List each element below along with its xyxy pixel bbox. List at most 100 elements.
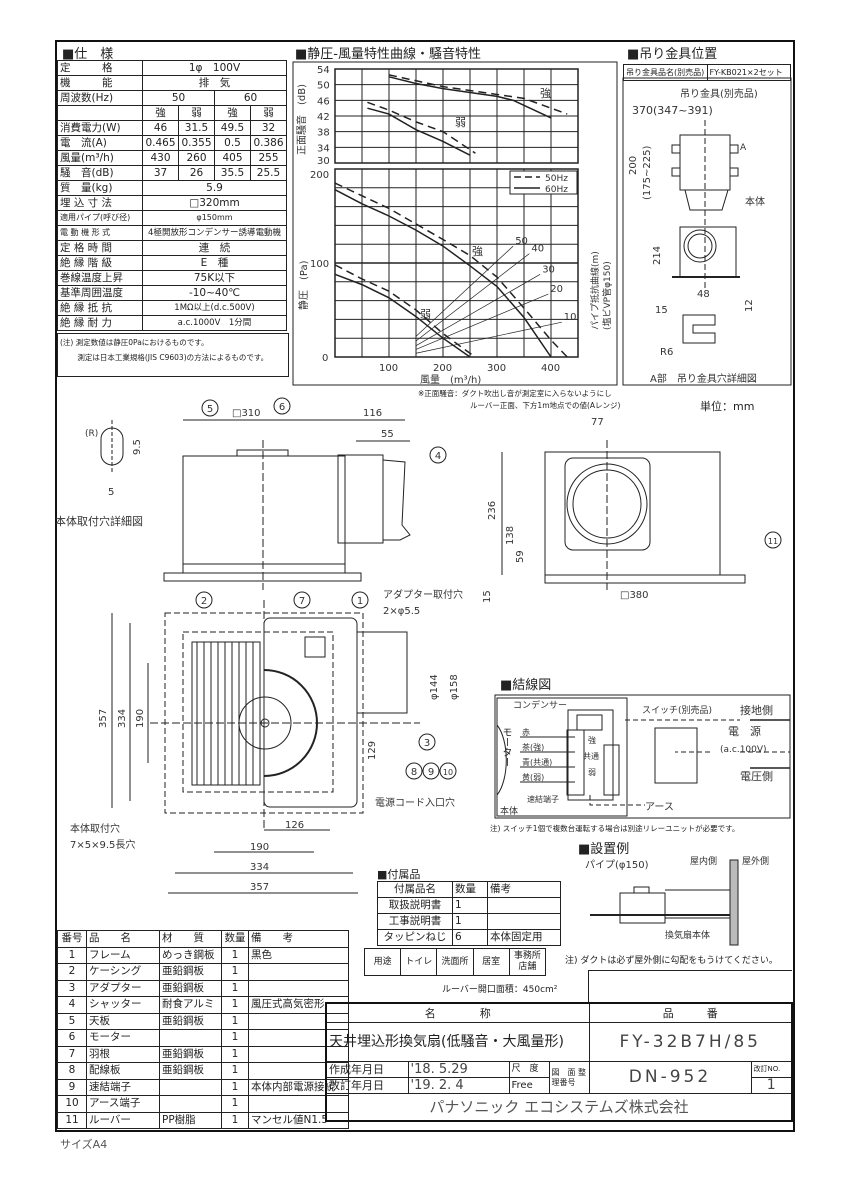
x-axis-label: 風量 (m³/h) [420, 374, 481, 386]
hanger-name-table: 吊り金具品名(別売品)FY-KB021×2セット [623, 64, 791, 81]
power-label: 電 源 [728, 724, 761, 738]
noise-series-line [388, 74, 568, 115]
y-tick-label: 50 [317, 81, 330, 92]
pressure-series-line [334, 182, 568, 358]
pipe-resistance-value: 50 [515, 236, 528, 247]
spec-value: 0.465 [142, 135, 179, 151]
spec-value: -10~40℃ [142, 285, 287, 301]
spec-row: 機 能排 気 [57, 75, 287, 91]
dim-v334: 334 [117, 709, 128, 728]
spec-value: 37 [142, 165, 179, 181]
header-row-cell: 数量 [221, 930, 249, 948]
adapter-hole-spec: 2×φ5.5 [383, 606, 420, 617]
pressure-series-line [334, 264, 476, 358]
pipe-resistance-line [415, 253, 530, 342]
hanger-name-value: FY-KB021×2セット [706, 64, 791, 81]
install-title: ■設置例 [578, 842, 630, 857]
pipe-resistance-line [415, 293, 549, 350]
spec-value: 0.355 [178, 135, 215, 151]
install-body-label: 換気扇本体 [665, 929, 710, 941]
callout-number: 9 [428, 767, 434, 778]
created-date: '18. 5.29 [407, 1061, 510, 1078]
accessories-title: ■付属品 [377, 868, 421, 881]
install-pipe-label: パイプ(φ150) [585, 859, 649, 871]
body-label: 本体 [500, 805, 518, 817]
louver-slats [196, 642, 254, 785]
noise-series-line [388, 76, 552, 119]
dim-15: 15 [482, 590, 493, 603]
revised-date: '19. 2. 4 [407, 1077, 510, 1094]
wire-red: 赤 [522, 728, 530, 737]
pressure-series-line [334, 273, 471, 358]
callout-circle [439, 762, 457, 780]
hanger-height-dim: 200 [628, 156, 639, 175]
spec-row: 質 量(kg)5.9 [57, 180, 287, 196]
usage-label: 用途 [363, 948, 402, 976]
dim-77: 77 [591, 417, 604, 428]
spec-value: 排 気 [142, 75, 287, 91]
usage-item: 居室 [472, 948, 510, 976]
chart-title: ■静圧-風量特性曲線・騒音特性 [295, 47, 481, 62]
spec-value: 46 [142, 120, 179, 136]
dim-v357: 357 [98, 709, 109, 728]
hanger-name-label: 吊り金具品名(別売品) [623, 64, 708, 81]
callout-number: 10 [443, 768, 453, 777]
callout-number: 7 [299, 596, 305, 607]
hanger-drawing: 吊り金具(別売品) 370(347~391) A 200 (175~225) 本… [622, 77, 792, 386]
spec-label: 風量(m³/h) [57, 150, 143, 166]
terminal-weak: 弱 [588, 768, 596, 777]
hole-9-5-dim: 9.5 [132, 439, 143, 455]
spec-value: 26 [178, 165, 215, 181]
spec-value: 連 続 [142, 240, 287, 256]
adapter-hole-label: アダプター取付穴 [383, 588, 463, 601]
front-view-drawing: 236 138 59 15 77 □380 [482, 417, 746, 603]
hanger-15-dim: 15 [655, 305, 668, 316]
dim-phi144: φ144 [429, 674, 440, 700]
y-tick-label: 0 [322, 353, 328, 364]
side-view-drawing: (R) 9.5 5 本体取付穴詳細図 □310 116 55 [55, 408, 411, 590]
callout-circle [422, 762, 440, 780]
spec-value: 255 [250, 150, 287, 166]
voltage-side-label: 電圧側 [740, 770, 773, 783]
table-row-cell: 本体固定用 [487, 929, 561, 946]
legend-50hz: 50Hz [545, 174, 568, 184]
drawing-no-label: 図 面 整理番号 [548, 1061, 590, 1094]
spec-value: 60 [214, 90, 287, 106]
dim-h357: 357 [250, 882, 269, 893]
condenser-label: コンデンサー [513, 699, 567, 711]
revision-number: 1 [750, 1077, 793, 1094]
earth-label: アース [645, 802, 674, 813]
spec-note-box [57, 333, 289, 377]
spec-label: 周波数(Hz) [57, 90, 143, 106]
x-tick-label: 400 [541, 363, 560, 374]
terminal-block-label: 速結端子 [527, 794, 559, 804]
drawing-number: DN-952 [588, 1061, 752, 1094]
pipe-resistance-line [415, 245, 514, 337]
spec-row: 基準周囲温度-10~40℃ [57, 285, 287, 301]
dim-380: □380 [620, 590, 649, 601]
dim-138: 138 [505, 526, 516, 545]
table-row-cell: 配線板 [86, 1062, 160, 1080]
product-name: 天井埋込形換気扇(低騒音・大風量形) [325, 1022, 590, 1062]
table-row-cell: 亜鉛鋼板 [159, 1045, 222, 1063]
spec-title: ■仕 様 [62, 47, 114, 62]
table-row-cell: モーター [86, 1029, 160, 1047]
spec-value: a.c.1000V 1分間 [142, 315, 287, 331]
hole-5-dim: 5 [108, 487, 114, 498]
y-tick-label: 100 [310, 259, 329, 270]
wire-yellow: 黄(弱) [522, 772, 544, 782]
hanger-12-dim: 12 [744, 299, 755, 312]
noise-series-line [367, 101, 476, 154]
table-row-cell: 亜鉛鋼板 [159, 963, 222, 981]
pipe-resistance-line [415, 273, 541, 347]
spec-label: 騒 音(dB) [57, 165, 143, 181]
